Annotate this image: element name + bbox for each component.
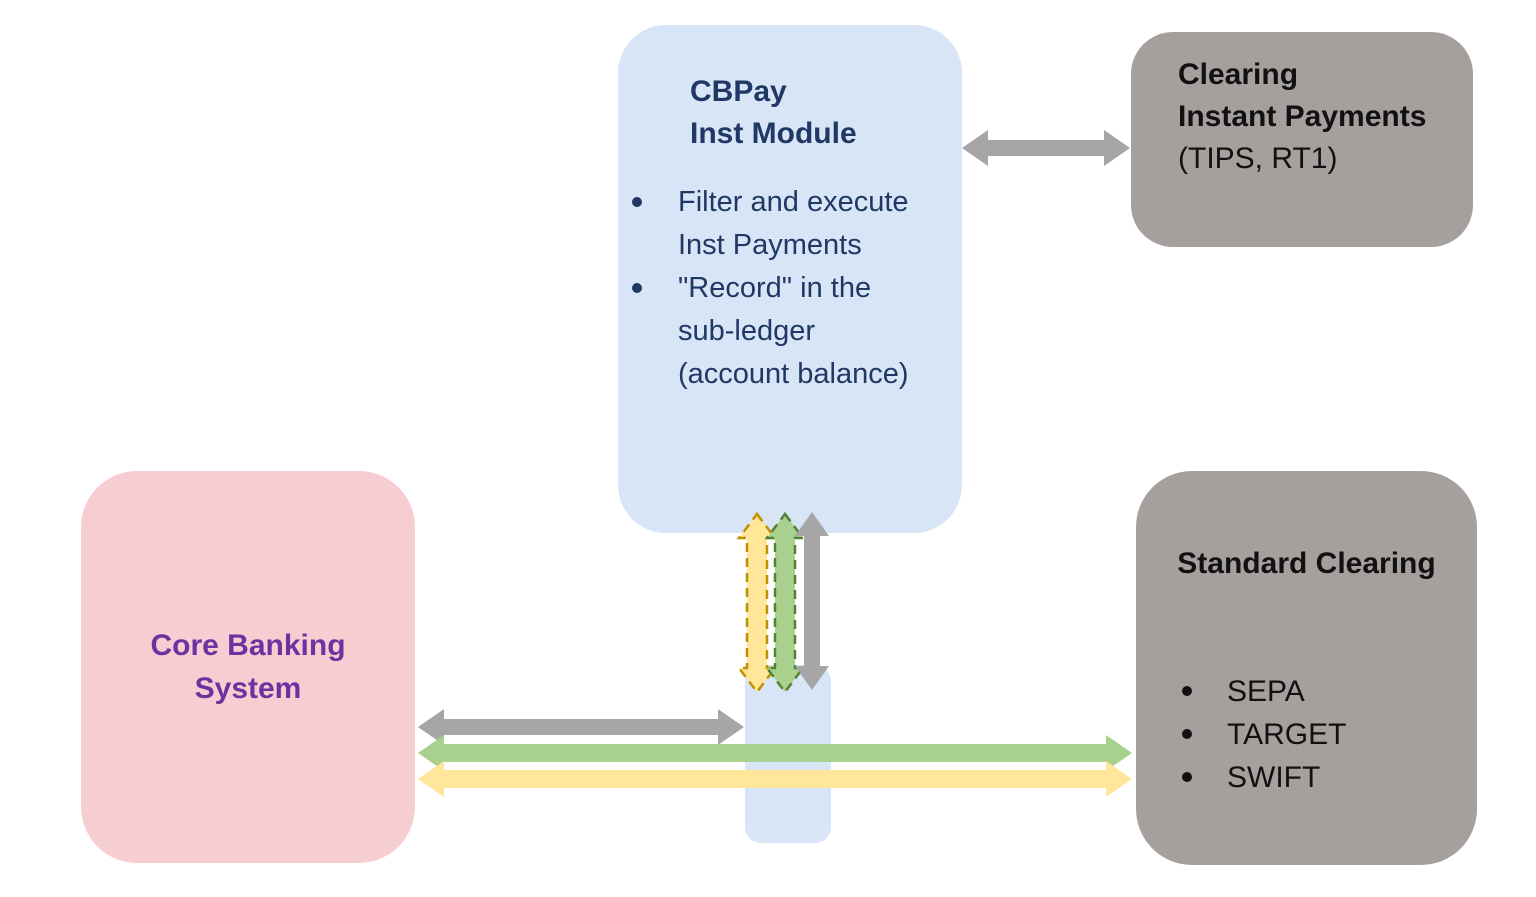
list-item: TARGET <box>1182 713 1477 756</box>
list-item: SWIFT <box>1182 756 1477 799</box>
core-banking-node-title: Core Banking System <box>150 629 346 705</box>
bullet-dot <box>632 197 642 207</box>
standard-clearing-bullet-swift: SWIFT <box>1227 761 1321 794</box>
bullet-dot <box>632 283 642 293</box>
connector-node <box>745 665 831 843</box>
list-item: Filter and execute Inst Payments <box>632 181 962 267</box>
list-item: SEPA <box>1182 670 1477 713</box>
bullet-dot <box>1182 686 1192 696</box>
clearing-instant-node-title: Clearing Instant Payments <box>1178 58 1427 133</box>
gray-double-arrow-cbpay-clearinginstant-icon <box>962 130 1130 166</box>
list-item: "Record" in the sub-ledger (account bala… <box>632 267 962 396</box>
core-banking-system-node: Core Banking System <box>81 471 415 863</box>
standard-clearing-bullet-sepa: SEPA <box>1227 675 1305 708</box>
standard-clearing-bullet-target: TARGET <box>1227 718 1347 751</box>
clearing-instant-payments-node: Clearing Instant Payments (TIPS, RT1) <box>1131 32 1473 247</box>
standard-clearing-bullet-list: SEPA TARGET SWIFT <box>1182 670 1477 799</box>
cbpay-bullet-1: Filter and execute Inst Payments <box>678 186 909 261</box>
standard-clearing-node: Standard Clearing SEPA TARGET SWIFT <box>1136 471 1477 865</box>
gray-double-arrow-corebanking-connector-icon <box>418 709 744 745</box>
cbpay-node-title: CBPay Inst Module <box>690 75 857 150</box>
cbpay-bullet-list: Filter and execute Inst Payments "Record… <box>632 181 962 396</box>
bullet-dot <box>1182 729 1192 739</box>
cbpay-inst-module-node: CBPay Inst Module Filter and execute Ins… <box>618 25 962 533</box>
standard-clearing-node-title: Standard Clearing <box>1177 547 1436 580</box>
bullet-dot <box>1182 772 1192 782</box>
clearing-instant-node-subtitle: (TIPS, RT1) <box>1178 142 1338 175</box>
cbpay-bullet-2: "Record" in the sub-ledger (account bala… <box>678 272 909 390</box>
gray-double-arrow-cbpay-connector-icon <box>795 512 829 690</box>
